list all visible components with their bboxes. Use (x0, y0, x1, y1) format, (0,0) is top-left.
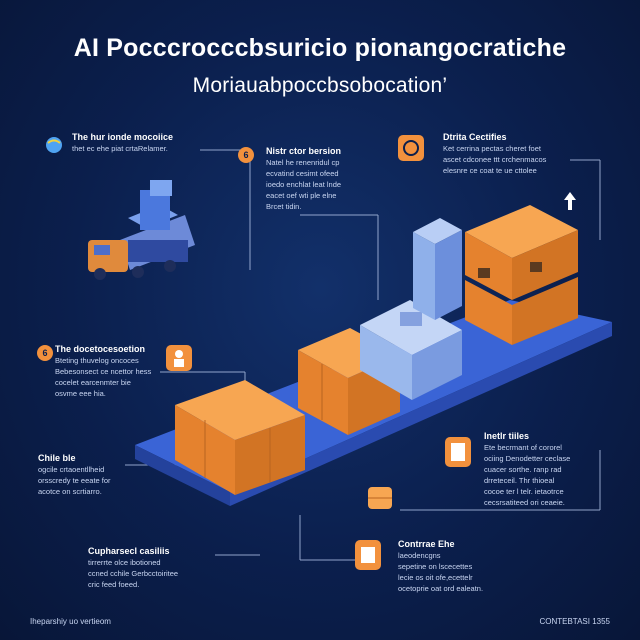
callout-text: ecvatind cesimt ofeed (266, 169, 339, 178)
callout-text: cric feed foeed. (88, 580, 140, 589)
callout-cupharsecl: Cupharsecl casiliis tirrerrte olce iboti… (88, 545, 218, 590)
footer-right-text: CONTEBTASI 1355 (539, 617, 610, 626)
callout-inetlr-tiiles: Inetlr tiiles Ete becrmant of cororel oc… (484, 430, 609, 508)
callout-text: Natel he renenridul cp (266, 158, 340, 167)
callout-text: ogcile crtaoentllheid (38, 465, 105, 474)
icon-package-icon (368, 487, 392, 509)
callout-text: ascet cdconee ttt crchenmacos (443, 155, 547, 164)
callout-text: cecsrsatiteed ori ceaeie. (484, 498, 565, 507)
callout-heading: Dtrita Cectifies (443, 132, 507, 142)
icon-upload-arrow-icon (564, 192, 576, 210)
callout-text: orsscredy te eeate for (38, 476, 111, 485)
callout-text: Ete becrmant of cororel (484, 443, 562, 452)
callout-distribution: Nistr ctor bersion Natel he renenridul c… (266, 145, 381, 212)
page-title: AI Pocccrocccbsuricio pionangocratiche (73, 34, 567, 62)
callout-contrrae: Contrrae Ehe laeodencgns sepetine on lsc… (398, 538, 538, 594)
callout-text: lecie os oit ofe,ecettelr (398, 573, 473, 582)
callout-heading: Chile ble (38, 453, 76, 463)
badge-icon: 6 (37, 345, 53, 361)
callout-text: cocelet earcenmter bie (55, 378, 131, 387)
callout-heading: The hur ionde mocoiice (72, 132, 174, 142)
icon-person-icon (166, 345, 192, 371)
truck-icon (88, 180, 195, 280)
callout-text: elesnre ce coat te ue cttolee (443, 166, 537, 175)
callout-text: cuacer sorthe. ranp rad (484, 465, 562, 474)
callout-text: acotce on scrtiarro. (38, 487, 102, 496)
callout-data-certifies: Dtrita Cectifies Ket cerrina pectas cher… (443, 131, 593, 176)
footer-left-text: Iheparshiy uo vertieom (30, 617, 111, 626)
callout-chile-ble: Chile ble ogcile crtaoentllheid orsscred… (38, 452, 138, 497)
callout-text: osvme eee hia. (55, 389, 106, 398)
icon-circuit-icon (398, 135, 424, 161)
callout-heading: Contrrae Ehe (398, 539, 455, 549)
callout-heading: The docetocesoetion (55, 344, 146, 354)
cargo-stack-right (465, 205, 578, 345)
cargo-box-front (175, 380, 305, 495)
callout-text: ccned cchile Gerbcctoiritee (88, 569, 179, 578)
callout-heading: Cupharsecl casiliis (88, 546, 170, 556)
icon-box-icon (355, 540, 381, 570)
callout-text: ocetoprie oat ord ealeatn. (398, 584, 484, 593)
callout-text: thet ec ehe piat crtaRelamer. (72, 144, 168, 153)
warehouse-tower (413, 218, 462, 320)
callout-text: Bebesonsect ce ncettor hess (55, 367, 152, 376)
callout-text: laeodencgns (398, 551, 441, 560)
callout-heading: Nistr ctor bersion (266, 146, 342, 156)
callout-heading: Inetlr tiiles (484, 431, 530, 441)
callout-data-overview: The hur ionde mocoiice thet ec ehe piat … (72, 131, 212, 154)
callout-text: drreteceil. Thr thioeal (484, 476, 555, 485)
page-subtitle: Moriauabpoccbsobocation’ (192, 74, 448, 97)
blue-container (360, 300, 462, 400)
badge-icon: 6 (238, 147, 254, 163)
callout-text: eacet oef wti ple elne (266, 191, 337, 200)
callout-text: Ket cerrina pectas cheret foet (443, 144, 541, 153)
callout-text: Brcet tidin. (266, 202, 302, 211)
callout-text: sepetine on lscecettes (398, 562, 473, 571)
callout-text: tirrerrte olce ibotioned (88, 558, 161, 567)
callout-text: ioedo enchlat leat lnde (266, 180, 342, 189)
callout-text: ociing Denodetter ceclase (484, 454, 571, 463)
callout-text: cocoe ter l telr. ietaotrce (484, 487, 564, 496)
icon-globe-icon (46, 137, 62, 153)
callout-text: Bteting thuvelog oncoces (55, 356, 139, 365)
icon-device-icon (445, 437, 471, 467)
callout-documentation: The docetocesoetion Bteting thuvelog onc… (55, 343, 165, 399)
